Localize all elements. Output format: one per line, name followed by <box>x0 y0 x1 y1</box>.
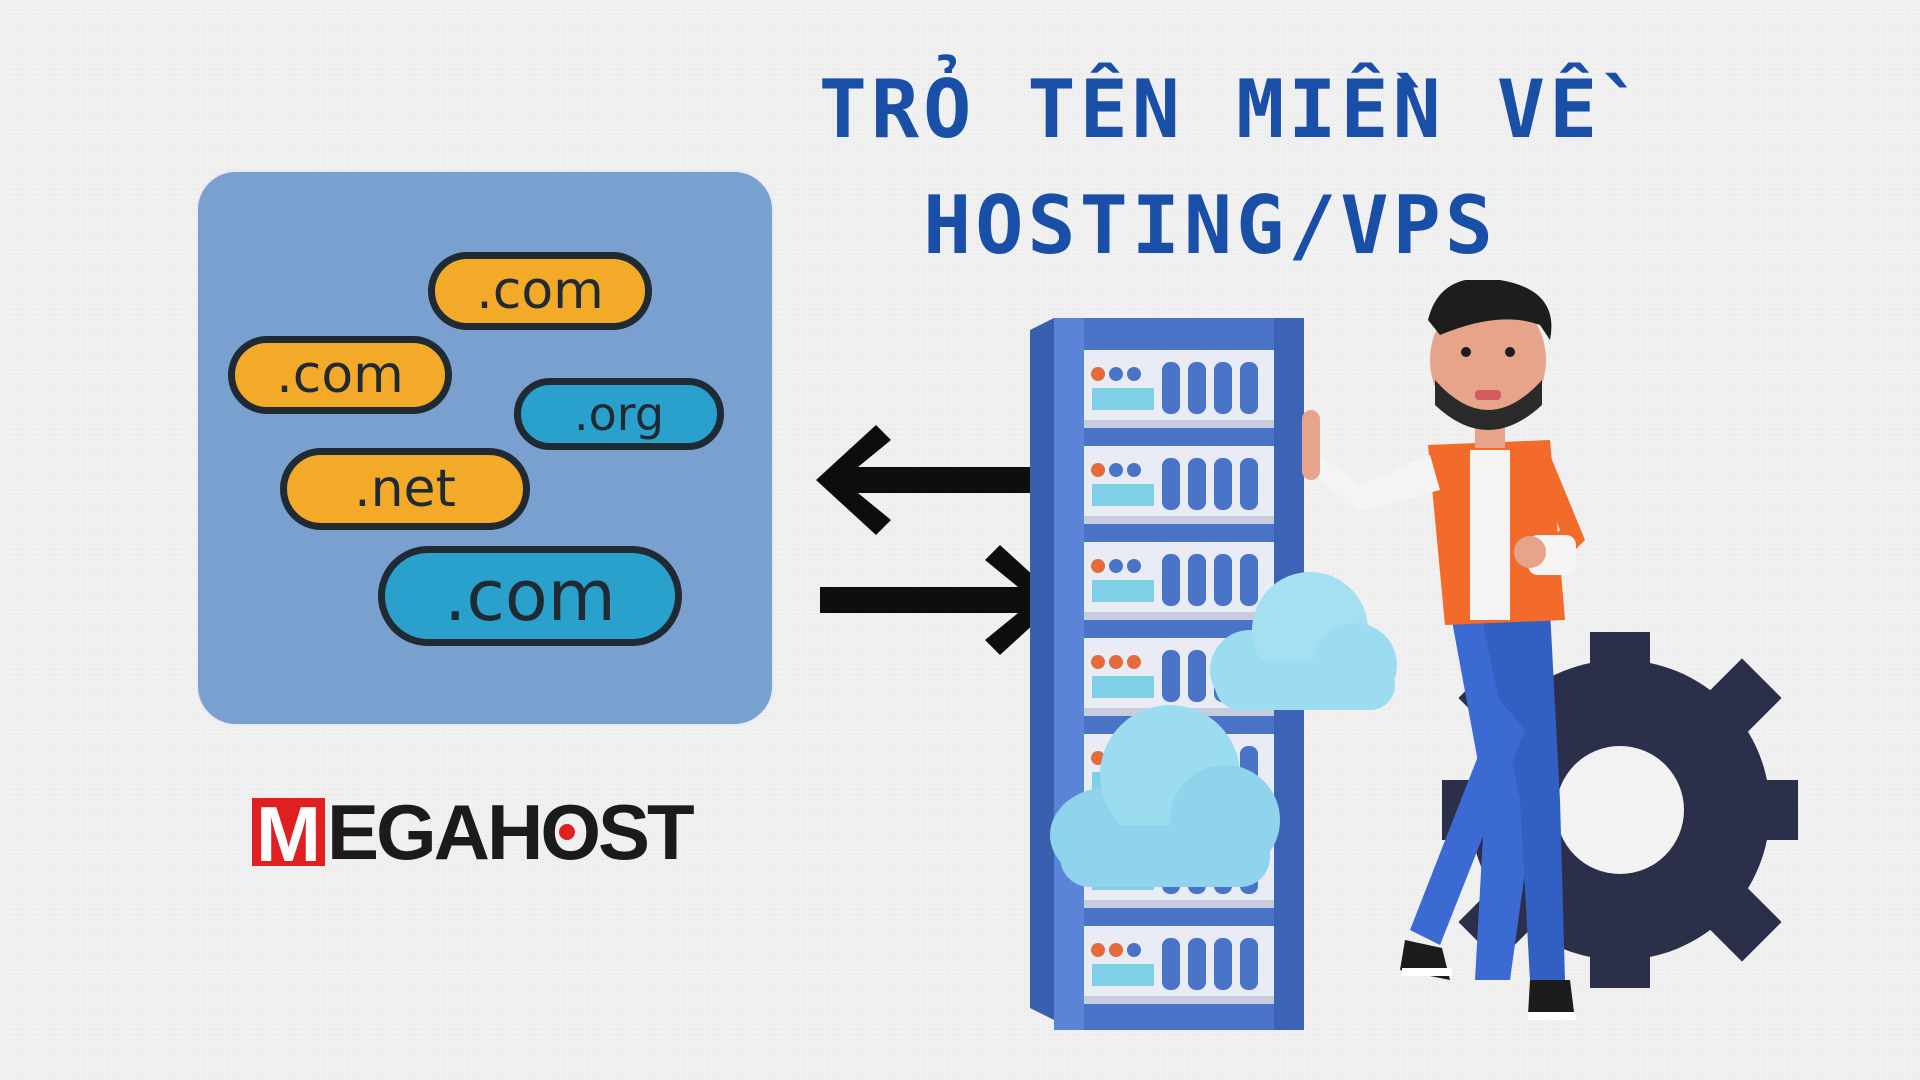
logo-m-letter: M <box>252 795 325 873</box>
page-title: TRỎ TÊN MIỀN VỀ HOSTING/VPS <box>760 52 1660 284</box>
logo-middle-text: EGAH <box>326 787 543 876</box>
logo-red-dot-icon <box>559 824 576 840</box>
domain-pill-net: .net <box>280 448 530 530</box>
title-line-1: TRỎ TÊN MIỀN VỀ <box>818 63 1602 156</box>
server-unit <box>1084 542 1274 620</box>
domain-card: .com .com .org .net .com <box>196 170 774 726</box>
domain-pill-com-3: .com <box>378 546 682 646</box>
title-line-2: HOSTING/VPS <box>923 179 1497 272</box>
hosting-illustration <box>1030 280 1798 1030</box>
person-figure <box>1302 280 1585 1020</box>
logo-o-letter: O <box>540 787 601 878</box>
server-unit <box>1084 926 1274 1004</box>
domain-pill-org: .org <box>514 378 724 450</box>
domain-pill-com-2: .com <box>228 336 452 414</box>
logo-rest-text: ST <box>598 787 695 876</box>
arrow-right-icon <box>820 545 1060 655</box>
server-unit <box>1084 446 1274 524</box>
domain-pill-com-1: .com <box>428 252 652 330</box>
cloud-icon <box>1210 572 1397 710</box>
cloud-icon <box>1050 705 1280 887</box>
megahost-logo: M EGAH O ST <box>252 788 695 876</box>
arrow-left-icon <box>816 425 1056 535</box>
server-unit <box>1084 350 1274 428</box>
